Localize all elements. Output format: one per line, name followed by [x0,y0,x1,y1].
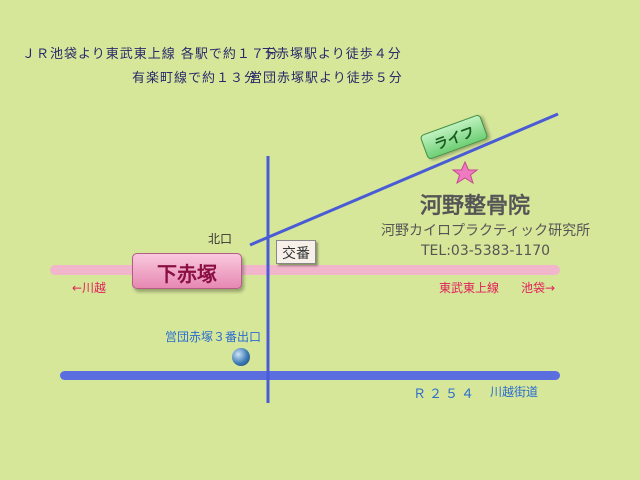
clinic-star-icon [451,160,479,185]
north-exit-label: 北口 [208,232,233,246]
subway-exit-icon [232,348,250,366]
route-254-label: Ｒ２５４ [413,387,478,402]
tobu-tojo-railway [50,265,560,275]
police-box-label: 交番 [282,246,310,262]
tobu-line-label: 東武東上線 [439,281,500,295]
to-ikebukuro-label: 池袋→ [521,281,556,295]
route-info-line2: 有楽町線で約１３分 [132,71,259,86]
eidan-exit-label: 営団赤塚３番出口 [165,330,262,344]
clinic-name: 河野整骨院 [420,194,531,219]
route-info-line1: ＪＲ池袋より東武東上線 各駅で約１７分 [22,47,279,62]
clinic-phone: TEL:03-5383-1170 [421,243,551,259]
police-box: 交番 [276,240,316,264]
route-254-road [60,371,560,380]
diagonal-road [249,112,559,247]
shimo-akatsuka-station: 下赤塚 [132,253,242,289]
route-info-line3: 下赤塚駅より徒歩４分 [262,47,402,62]
route-info-line4: 営団赤塚駅より徒歩５分 [249,71,403,86]
station-name: 下赤塚 [157,262,217,286]
kawagoe-kaido-label: 川越街道 [490,385,539,399]
to-kawagoe-label: ←川越 [72,281,107,295]
clinic-subtitle: 河野カイロプラクティック研究所 [381,223,591,239]
